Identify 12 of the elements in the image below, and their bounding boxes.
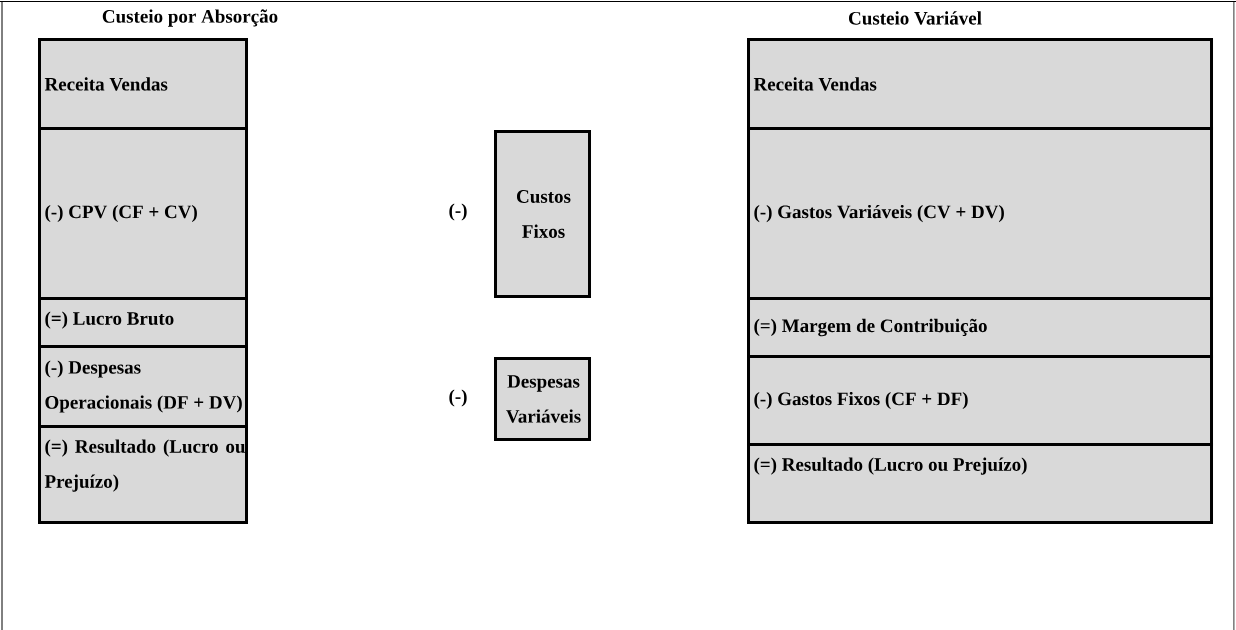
- table-row-box: Despesas Variáveis: [494, 357, 591, 441]
- table-row-box: (=) Margem de Contribuição: [747, 297, 1213, 358]
- table-row-box: (=) Lucro Bruto: [38, 297, 248, 348]
- minus-sign: (-): [449, 203, 467, 221]
- table-row-box: Receita Vendas: [38, 38, 248, 130]
- table-row-box: (-) Despesas Operacionais (DF + DV): [38, 345, 248, 428]
- minus-sign: (-): [449, 389, 467, 407]
- table-row-box: (=) Resultado (Lucro ou Prejuízo): [747, 443, 1213, 524]
- table-row-box: (-) Gastos Fixos (CF + DF): [747, 355, 1213, 446]
- table-row-box: (=) Resultado (Lucro ou Prejuízo): [38, 425, 248, 524]
- table-row-box: Custos Fixos: [494, 130, 591, 298]
- table-row-box: Receita Vendas: [747, 38, 1213, 130]
